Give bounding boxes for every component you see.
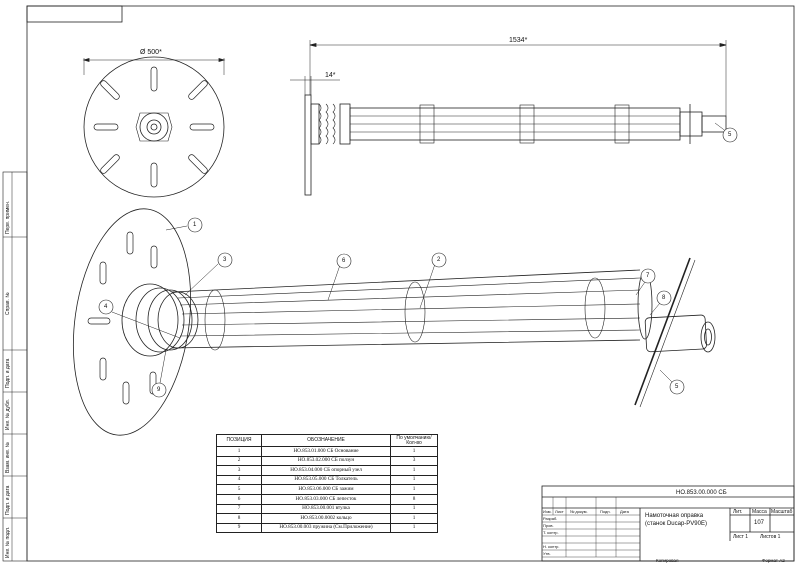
tb-list: Лист: [555, 509, 564, 514]
tb-izm: Изм.: [543, 509, 552, 514]
callout-3: 3: [223, 257, 227, 263]
dimension-diameter: Ø 500*: [140, 49, 162, 56]
tb-ndokum: № докум.: [570, 509, 588, 514]
sidebar-vzam-inv: Взам. инв. №: [5, 442, 11, 473]
tb-sheet: Лист 1: [733, 534, 749, 540]
spec-pos: 8: [216, 513, 262, 524]
tb-lit-label: Лит.: [733, 509, 743, 515]
tb-data: Дата: [620, 509, 629, 514]
callout-4: 4: [104, 304, 108, 310]
dimension-offset: 14*: [325, 72, 336, 79]
spec-pos: 2: [216, 455, 262, 467]
spec-pos: 4: [216, 474, 262, 486]
tb-mass-label: Масса: [752, 509, 767, 515]
tb-scale-label: Масштаб: [771, 509, 793, 515]
spec-qty: 1: [390, 465, 438, 476]
sidebar-inv-podl: Инв. № подл.: [5, 526, 11, 558]
sidebar-podp-data-2: Подп. и дата: [5, 485, 11, 515]
mandrel-side-view: [290, 40, 727, 196]
spec-header-oboz: ОБОЗНАЧЕНИЕ: [261, 434, 391, 447]
spec-qty: 1: [390, 522, 438, 534]
callout-5-top: 5: [728, 132, 732, 138]
spec-header-qty: По умолчанию/Кол-во: [390, 434, 438, 447]
sidebar-inv-dubl: Инв. № дубл.: [5, 399, 11, 430]
spec-oboz: НО.853.03.000 СБ лепесток: [261, 493, 391, 505]
specification-table: ПОЗИЦИЯ ОБОЗНАЧЕНИЕ По умолчанию/Кол-во …: [216, 434, 438, 534]
callout-2: 2: [437, 257, 441, 263]
callout-8: 8: [662, 295, 666, 301]
callout-5: 5: [675, 384, 679, 390]
tb-tkontr: Т. контр.: [543, 530, 559, 535]
callout-leaders: [111, 122, 728, 384]
disc-front-view: [82, 56, 226, 198]
spec-pos: 6: [216, 493, 262, 505]
callout-7: 7: [646, 273, 650, 279]
tb-prov: Пров.: [543, 523, 554, 528]
callout-circles: [98, 127, 738, 398]
tb-nkontr: Н. контр.: [543, 544, 560, 549]
spec-oboz: НО.853.02.000 СБ ползун: [261, 455, 391, 467]
spec-qty: 1: [390, 446, 438, 457]
spec-pos: 9: [216, 522, 262, 534]
sidebar-sprav-no: Справ. №: [5, 292, 11, 315]
top-left-stamp: [26, 5, 123, 23]
tb-podp: Подп.: [600, 509, 611, 514]
spec-qty: 1: [390, 513, 438, 524]
spec-header-pos: ПОЗИЦИЯ: [216, 434, 262, 447]
sidebar-perv-primen: Перв. примен.: [5, 200, 11, 234]
title-block-lines: [541, 485, 795, 562]
dimension-length: 1534*: [509, 37, 528, 44]
spec-qty: 8: [390, 493, 438, 505]
tb-format: Формат А2: [762, 558, 785, 563]
sidebar-podp-data-1: Подп. и дата: [5, 358, 11, 388]
spec-qty: 1: [390, 484, 438, 495]
tb-utv: Утв.: [543, 551, 551, 556]
spec-oboz: НО.853.01.000 СБ Основание: [261, 446, 391, 457]
tb-sheets: Листов 1: [760, 534, 781, 540]
sidebar-frame: [2, 171, 28, 562]
mandrel-isometric-view: [72, 208, 716, 436]
tb-kopiroval: Копировал: [656, 558, 679, 563]
tb-name-line2: (станок Ducap-PV90E): [645, 521, 707, 527]
spec-oboz: НО.853.00.0002 кольцо: [261, 513, 391, 524]
tb-name-line1: Намоточная оправка: [645, 513, 704, 519]
callout-9: 9: [157, 387, 161, 393]
spec-oboz: НО.853.06.000 СБ зажим: [261, 484, 391, 495]
callout-6: 6: [342, 258, 346, 264]
tb-mass-value: 107: [754, 520, 765, 526]
spec-pos: 5: [216, 484, 262, 495]
spec-oboz: НО.853.05.000 СБ Толкатель: [261, 474, 391, 486]
spec-oboz: НО.853.00.001 втулка: [261, 503, 391, 515]
callout-1: 1: [193, 222, 197, 228]
spec-oboz: НО.853.00.003 пружина (См.Приложение): [261, 522, 391, 534]
spec-qty: 1: [390, 474, 438, 486]
spec-header-row: ПОЗИЦИЯ ОБОЗНАЧЕНИЕ По умолчанию/Кол-во: [216, 434, 438, 447]
tb-designation: НО.853.00.000 СБ: [676, 490, 727, 496]
spec-pos: 7: [216, 503, 262, 515]
tb-razrab: Разраб.: [543, 516, 558, 521]
spec-qty: 1: [390, 503, 438, 515]
spec-pos: 1: [216, 446, 262, 457]
spec-qty: 3: [390, 455, 438, 467]
spec-pos: 3: [216, 465, 262, 476]
spec-oboz: НО.853.04.000 СБ опорный узел: [261, 465, 391, 476]
